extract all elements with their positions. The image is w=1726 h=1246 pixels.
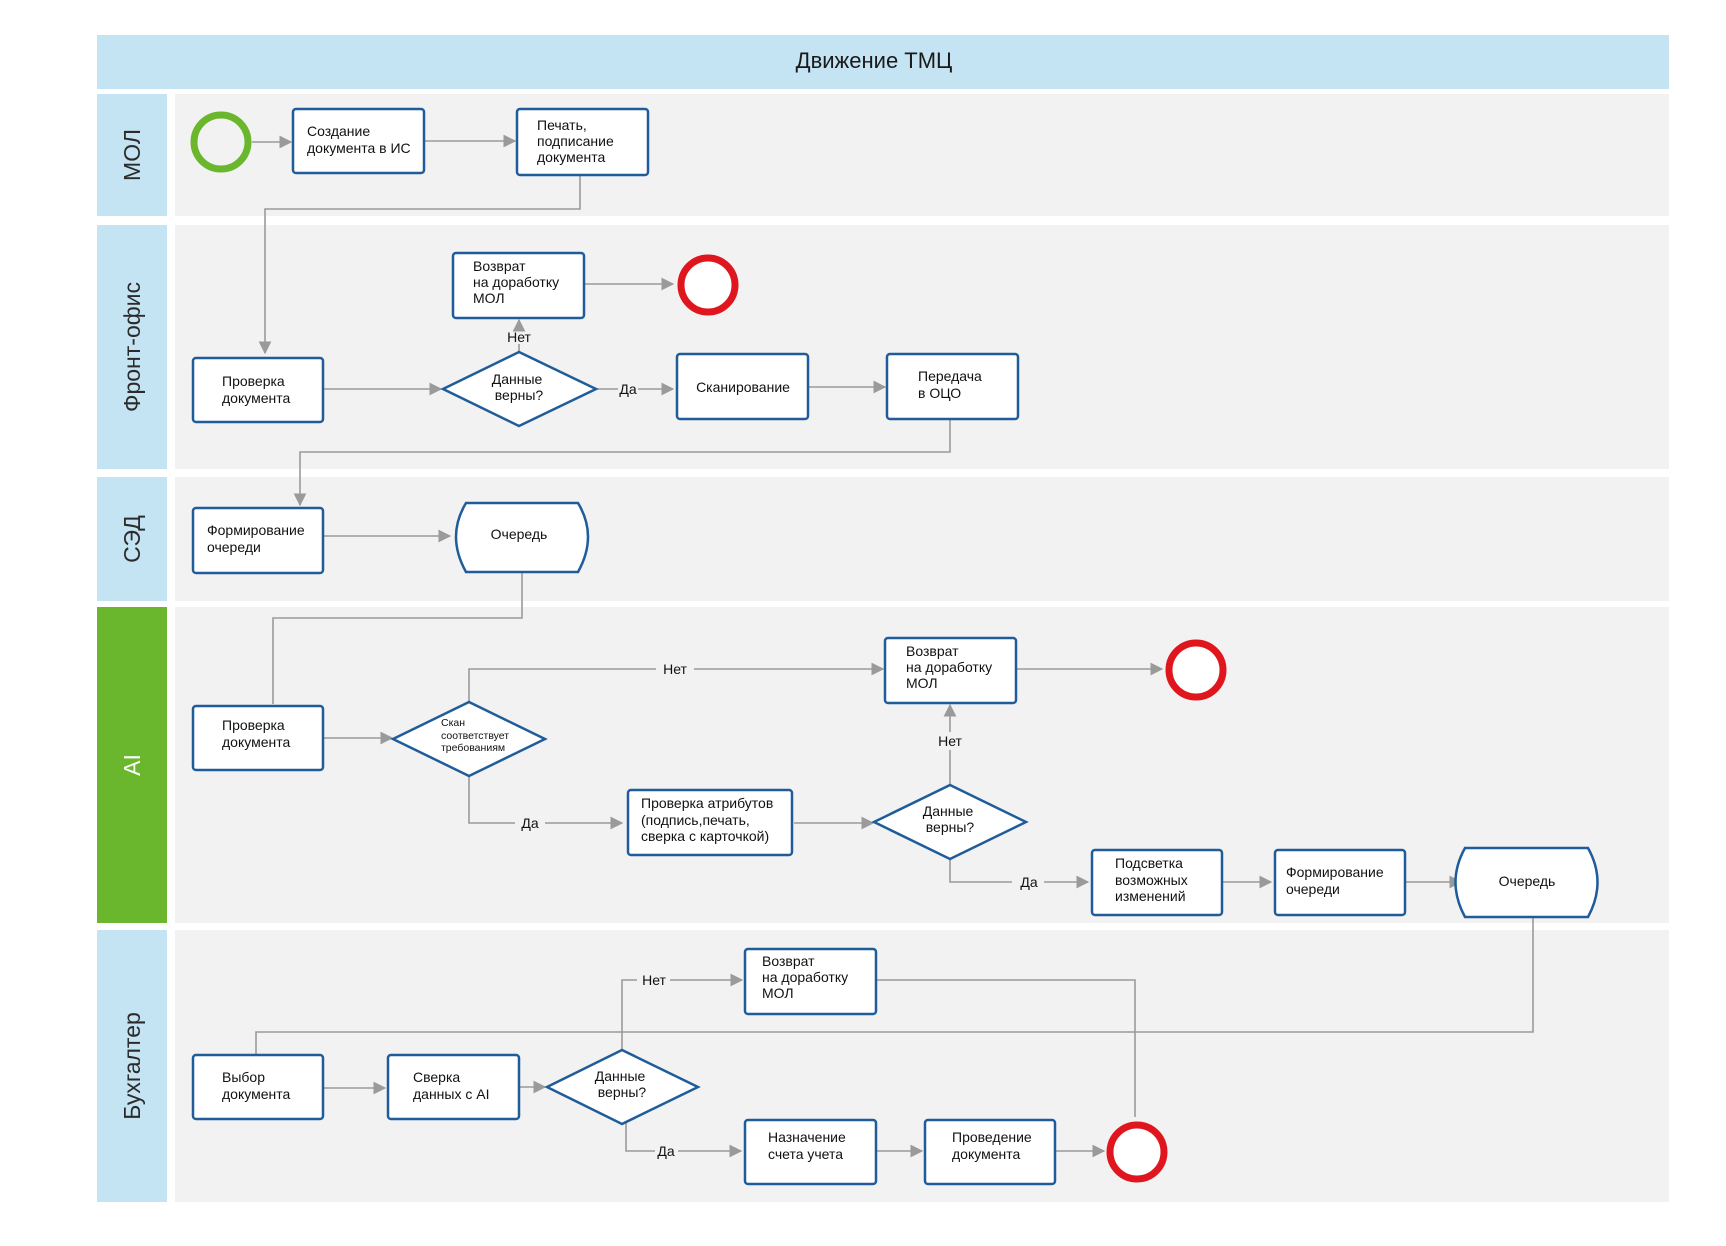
edge-decision-ai-yes-a xyxy=(949,859,1012,883)
edge-decision-buh-no-a xyxy=(621,979,637,1050)
lane-mol-label: МОЛ xyxy=(119,129,145,181)
edge-labels: Нет Да Нет Да Нет Да Нет Да xyxy=(507,329,1038,1159)
label-transfer: Передача в ОЦО xyxy=(918,368,986,401)
label-return-buh: Возврат на доработку МОЛ xyxy=(762,953,852,1001)
lane-sed-body xyxy=(175,477,1669,601)
edge-decision-buh-yes-a xyxy=(625,1123,655,1152)
label-queue-ai: Очередь xyxy=(1499,873,1556,889)
label-no-ai-data: Нет xyxy=(938,733,962,749)
label-data-ok-buh: Данные верны? xyxy=(595,1068,649,1100)
label-data-ok-front: Данные верны? xyxy=(492,371,546,403)
task-print-sign[interactable] xyxy=(515,107,650,177)
lane-mol-label-bg xyxy=(97,94,167,216)
task-select-doc[interactable] xyxy=(191,1053,325,1121)
task-post-doc[interactable] xyxy=(923,1118,1057,1186)
task-form-queue-ai[interactable] xyxy=(1273,848,1407,917)
lane-buh-label-bg xyxy=(97,930,167,1202)
label-data-ok-ai: Данные верны? xyxy=(923,803,977,835)
task-highlight[interactable] xyxy=(1090,848,1224,917)
label-print-sign: Печать, подписание документа xyxy=(537,117,618,165)
label-form-queue-sed: Формирование очереди xyxy=(207,522,309,555)
lane-buh-label: Бухгалтер xyxy=(119,1012,145,1120)
label-no-ai-scan: Нет xyxy=(663,661,687,677)
end-event-ai-icon xyxy=(1165,639,1227,701)
task-assign-account[interactable] xyxy=(743,1118,878,1186)
label-yes-buh: Да xyxy=(657,1143,674,1159)
task-form-queue-sed[interactable] xyxy=(191,506,325,575)
label-highlight: Подсветка возможных изменений xyxy=(1115,855,1192,904)
connectors xyxy=(252,134,1534,1158)
edge-scan-ok-yes-a xyxy=(468,776,515,824)
lane-sed-label-bg xyxy=(97,477,167,601)
label-scanning: Сканирование xyxy=(696,379,790,395)
label-compare-ai: Сверка данных с AI xyxy=(413,1069,490,1102)
label-no-buh: Нет xyxy=(642,972,666,988)
edge-queue-to-ai-check xyxy=(272,573,523,704)
task-check-front[interactable] xyxy=(191,356,325,424)
queue-ai[interactable] xyxy=(1454,846,1599,919)
edge-scan-ok-no-a xyxy=(468,668,656,702)
lane-front: Фронт-офис xyxy=(97,225,1669,469)
decision-scan-ok[interactable] xyxy=(390,700,548,778)
lane-sed-label: СЭД xyxy=(119,515,145,563)
task-create-doc[interactable] xyxy=(291,107,426,175)
task-return-buh[interactable] xyxy=(743,947,878,1016)
lane-sed: СЭД xyxy=(97,477,1669,601)
lane-ai-label-bg xyxy=(97,607,167,923)
task-compare-ai[interactable] xyxy=(386,1053,521,1121)
label-assign-account: Назначение счета учета xyxy=(768,1129,850,1162)
task-check-attrs[interactable] xyxy=(626,788,794,857)
label-check-front: Проверка документа xyxy=(222,373,290,406)
decision-data-ok-front[interactable] xyxy=(440,350,599,428)
label-queue-sed: Очередь xyxy=(491,526,548,542)
end-event-buh-icon xyxy=(1106,1121,1168,1183)
label-yes-front: Да xyxy=(619,381,636,397)
task-return-ai[interactable] xyxy=(883,636,1018,705)
task-return-front[interactable] xyxy=(451,251,586,320)
end-event-front-icon xyxy=(677,254,739,316)
label-check-ai: Проверка документа xyxy=(222,717,290,750)
task-scanning[interactable] xyxy=(675,352,810,421)
label-scan-ok: Скан соответствует требованиям xyxy=(441,717,512,754)
label-yes-ai-data: Да xyxy=(1020,874,1037,890)
decision-data-ok-buh[interactable] xyxy=(544,1048,701,1126)
lane-front-label-bg xyxy=(97,225,167,469)
lane-front-body xyxy=(175,225,1669,469)
edge-return-buh-to-end xyxy=(876,979,1136,1117)
title-bar xyxy=(97,35,1669,89)
edge-transfer-to-form xyxy=(293,419,951,507)
decision-data-ok-ai[interactable] xyxy=(871,783,1029,861)
edge-print-to-check xyxy=(258,175,581,355)
label-return-ai: Возврат на доработку МОЛ xyxy=(906,643,996,691)
lane-ai-label: AI xyxy=(119,754,145,776)
diagram-title: Движение ТМЦ xyxy=(796,48,953,73)
lane-front-label: Фронт-офис xyxy=(119,282,145,412)
lane-buh: Бухгалтер xyxy=(97,930,1669,1202)
task-transfer[interactable] xyxy=(885,352,1020,421)
label-select-doc: Выбор документа xyxy=(222,1069,290,1102)
start-event-icon xyxy=(190,111,252,173)
label-create-doc: Создание документа в ИС xyxy=(307,123,411,156)
node-labels: Создание документа в ИС Печать, подписан… xyxy=(207,117,1555,1162)
label-form-queue-ai: Формирование очереди xyxy=(1286,864,1388,897)
lane-ai: AI xyxy=(97,607,1669,923)
label-yes-ai-scan: Да xyxy=(521,815,538,831)
tasks xyxy=(191,107,1407,1186)
queue-sed[interactable] xyxy=(454,501,590,574)
label-return-front: Возврат на доработку МОЛ xyxy=(473,258,563,306)
task-check-ai[interactable] xyxy=(191,704,325,772)
label-no-front: Нет xyxy=(507,329,531,345)
label-check-attrs: Проверка атрибутов (подпись,печать, свер… xyxy=(641,795,777,844)
label-post-doc: Проведение документа xyxy=(952,1129,1036,1162)
edge-queue-ai-to-select xyxy=(255,918,1534,1055)
